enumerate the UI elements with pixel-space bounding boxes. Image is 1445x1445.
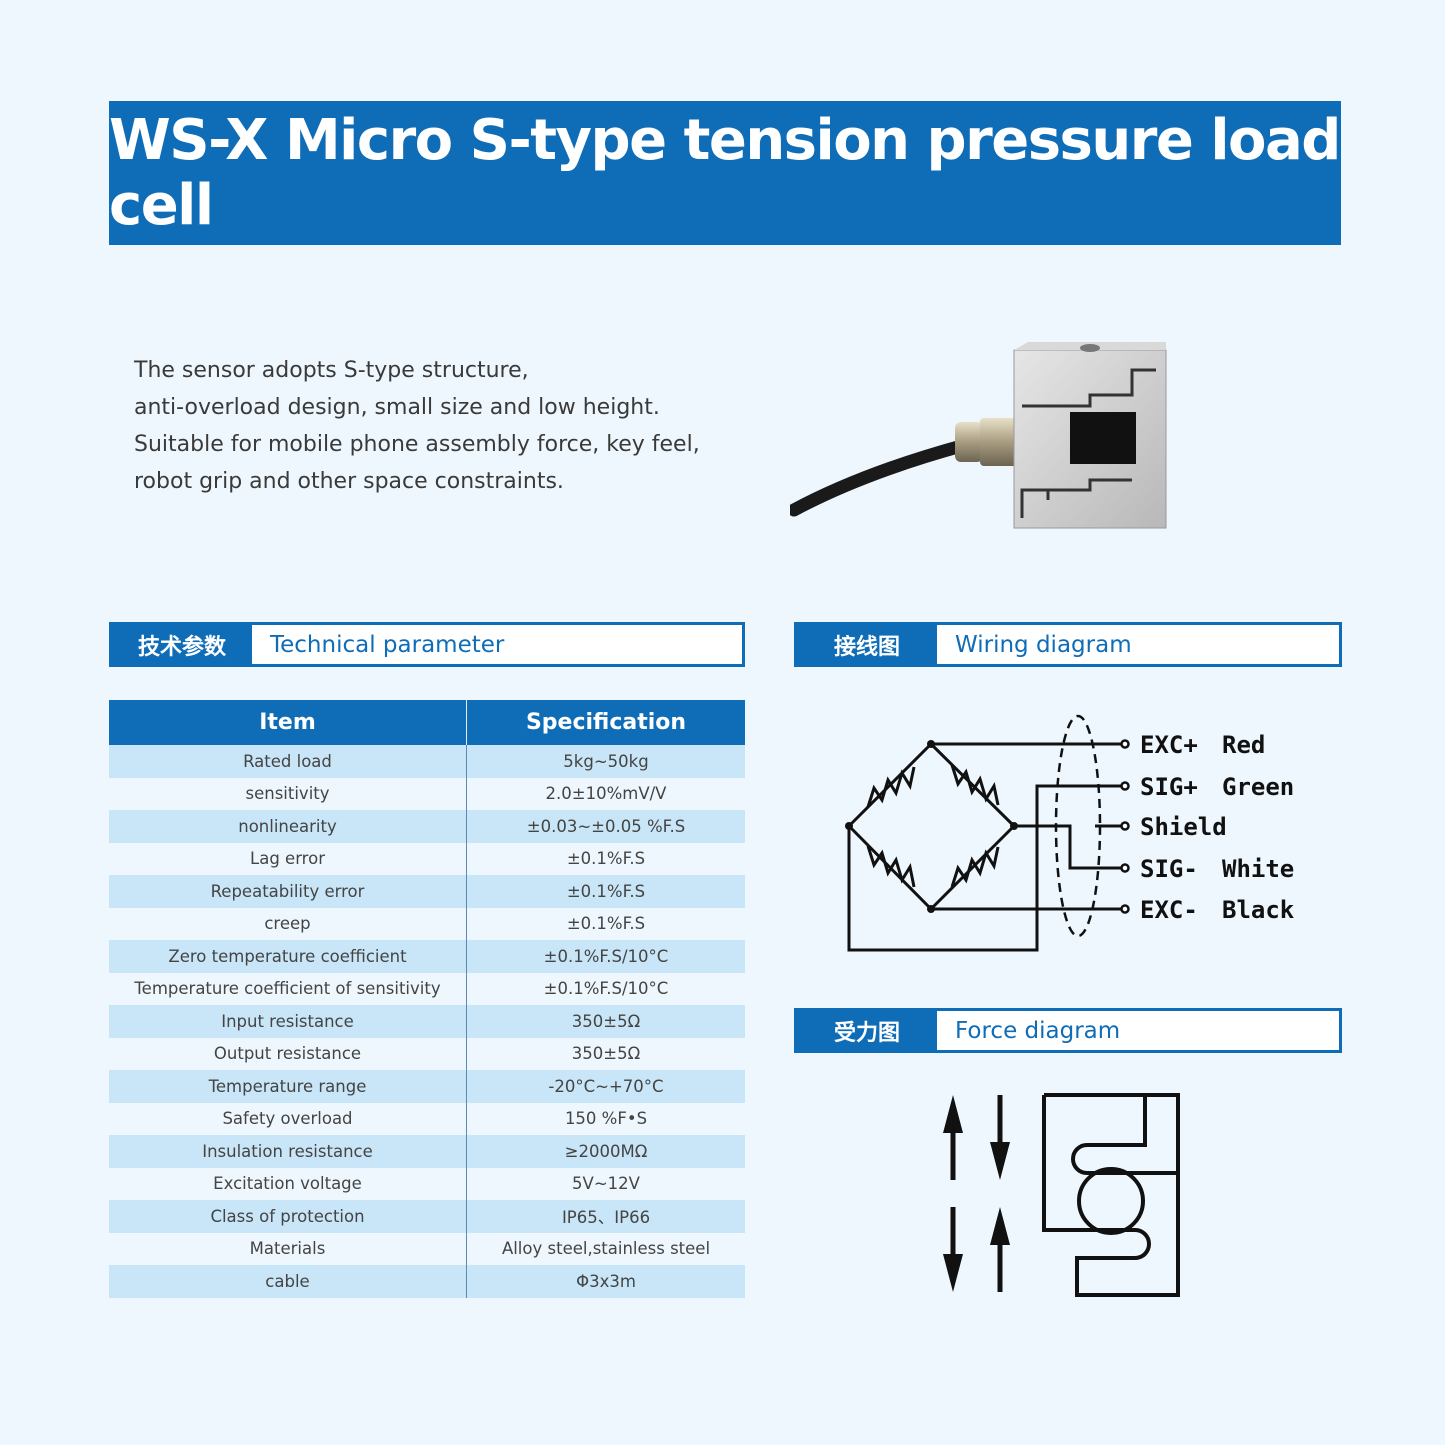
wire-color-black: Black [1222, 896, 1295, 924]
spec-cell: 5V~12V [466, 1167, 745, 1200]
table-row: Zero temperature coefficient±0.1%F.S/10°… [109, 940, 745, 973]
description-line: robot grip and other space constraints. [134, 469, 564, 494]
spec-cell: ±0.1%F.S [466, 875, 745, 908]
wiring-diagram-header: 接线图 Wiring diagram [794, 622, 1342, 667]
force-diagram-header: 受力图 Force diagram [794, 1008, 1342, 1053]
spec-cell: 350±5Ω [466, 1005, 745, 1038]
wire-label-exc-plus: EXC+ [1140, 731, 1198, 759]
spec-cell: ±0.1%F.S/10°C [466, 972, 745, 1005]
item-cell: sensitivity [109, 777, 467, 810]
spec-table-header-row: Item Specification [109, 700, 745, 745]
wire-color-white: White [1222, 855, 1294, 883]
item-cell: Safety overload [109, 1102, 467, 1135]
technical-parameter-en: Technical parameter [270, 631, 505, 658]
spec-cell: ±0.1%F.S [466, 907, 745, 940]
table-row: Lag error±0.1%F.S [109, 842, 745, 875]
table-row: nonlinearity±0.03~±0.05 %F.S [109, 810, 745, 843]
spec-cell: -20°C~+70°C [466, 1070, 745, 1103]
specification-column-header: Specification [466, 700, 745, 745]
wire-label-exc-minus: EXC- [1140, 896, 1198, 924]
spec-cell: Alloy steel,stainless steel [466, 1232, 745, 1265]
spec-cell: IP65、IP66 [466, 1200, 745, 1233]
table-row: Temperature coefficient of sensitivity±0… [109, 972, 745, 1005]
force-diagram [943, 1093, 1180, 1297]
wiring-diagram-cn: 接线图 [797, 625, 937, 664]
item-cell: Excitation voltage [109, 1167, 467, 1200]
wire-label-sig-plus: SIG+ [1140, 773, 1198, 801]
spec-cell: Φ3x3m [466, 1265, 745, 1298]
item-cell: Rated load [109, 745, 467, 778]
spec-cell: 5kg~50kg [466, 745, 745, 778]
item-cell: Lag error [109, 842, 467, 875]
spec-cell: ±0.1%F.S [466, 842, 745, 875]
item-cell: nonlinearity [109, 810, 467, 843]
item-cell: Class of protection [109, 1200, 467, 1233]
item-cell: cable [109, 1265, 467, 1298]
table-row: Temperature range-20°C~+70°C [109, 1070, 745, 1103]
wiring-diagram-en: Wiring diagram [955, 631, 1132, 658]
item-column-header: Item [109, 700, 467, 745]
table-row: creep±0.1%F.S [109, 907, 745, 940]
description-line: anti-overload design, small size and low… [134, 395, 660, 420]
spec-cell: ≥2000MΩ [466, 1135, 745, 1168]
wiring-diagram: EXC+ Red SIG+ Green Shield SIG- White EX… [845, 714, 1295, 952]
force-diagram-cn: 受力图 [797, 1011, 937, 1050]
wire-color-green: Green [1222, 773, 1294, 801]
wire-label-shield: Shield [1140, 813, 1227, 841]
item-cell: Output resistance [109, 1037, 467, 1070]
description-line: The sensor adopts S-type structure, [134, 358, 529, 383]
item-cell: Repeatability error [109, 875, 467, 908]
item-cell: Insulation resistance [109, 1135, 467, 1168]
technical-parameter-cn: 技术参数 [112, 625, 252, 664]
spec-cell: 350±5Ω [466, 1037, 745, 1070]
item-cell: Materials [109, 1232, 467, 1265]
spec-cell: ±0.1%F.S/10°C [466, 940, 745, 973]
load-cell-product-image [790, 342, 1167, 529]
product-description: The sensor adopts S-type structure, anti… [134, 352, 734, 500]
wire-color-red: Red [1222, 731, 1265, 759]
item-cell: Temperature range [109, 1070, 467, 1103]
spec-cell: 150 %F•S [466, 1102, 745, 1135]
description-line: Suitable for mobile phone assembly force… [134, 432, 700, 457]
technical-parameter-header: 技术参数 Technical parameter [109, 622, 745, 667]
wire-label-sig-minus: SIG- [1140, 855, 1198, 883]
page-title: WS-X Micro S-type tension pressure load … [109, 101, 1341, 245]
item-cell: Input resistance [109, 1005, 467, 1038]
item-cell: Zero temperature coefficient [109, 940, 467, 973]
table-row: Repeatability error±0.1%F.S [109, 875, 745, 908]
force-diagram-en: Force diagram [955, 1017, 1121, 1044]
table-row: Insulation resistance≥2000MΩ [109, 1135, 745, 1168]
item-cell: creep [109, 907, 467, 940]
item-cell: Temperature coefficient of sensitivity [109, 972, 467, 1005]
spec-cell: 2.0±10%mV/V [466, 777, 745, 810]
spec-cell: ±0.03~±0.05 %F.S [466, 810, 745, 843]
